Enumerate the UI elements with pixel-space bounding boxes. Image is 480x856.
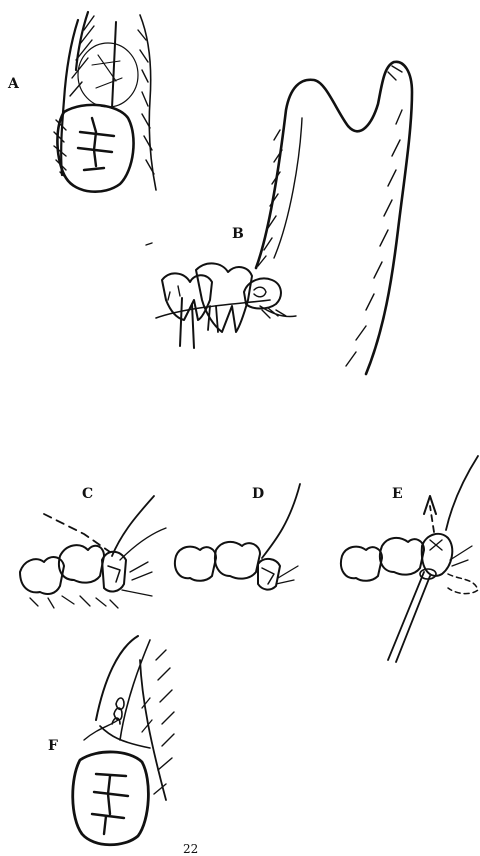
figure-c bbox=[20, 496, 166, 608]
figure-f-sutured bbox=[73, 636, 174, 845]
figure-d bbox=[175, 484, 300, 590]
stray-mark bbox=[146, 243, 152, 245]
figure-e bbox=[341, 456, 478, 662]
figure-b-lateral-view bbox=[156, 62, 412, 374]
figure-a-occlusal-view bbox=[54, 12, 156, 192]
